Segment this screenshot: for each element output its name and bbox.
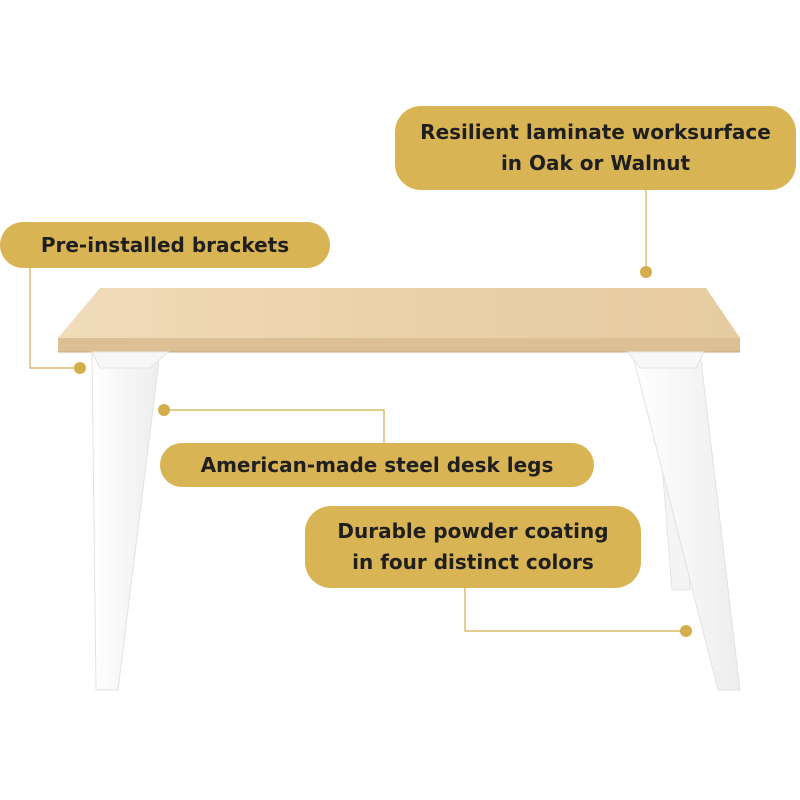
callout-legs: American-made steel desk legs: [160, 443, 594, 487]
callout-coating: Durable powder coating in four distinct …: [305, 506, 641, 588]
leader-line-brackets: [29, 268, 80, 369]
desk-top-edge: [58, 338, 740, 352]
callout-legs-text: American-made steel desk legs: [200, 452, 554, 477]
leader-dot-brackets: [74, 362, 86, 374]
leader-line-legs: [164, 409, 385, 443]
leader-dot-worksurface: [640, 266, 652, 278]
front-right-leg: [631, 351, 741, 691]
callout-coating-line2: in four distinct colors: [352, 550, 594, 574]
callout-coating-line1: Durable powder coating: [337, 519, 609, 543]
callout-worksurface-line1: Resilient laminate worksurface: [420, 120, 771, 144]
desk-top-surface: [58, 288, 740, 338]
right-bracket: [627, 351, 705, 369]
leader-dot-coating: [680, 625, 692, 637]
leader-dot-legs: [158, 404, 170, 416]
callout-brackets: Pre-installed brackets: [0, 222, 330, 268]
left-bracket: [91, 351, 170, 369]
callout-worksurface-line2: in Oak or Walnut: [500, 151, 691, 175]
front-left-leg: [91, 351, 161, 691]
leader-line-coating: [464, 588, 686, 632]
callout-worksurface: Resilient laminate worksurface in Oak or…: [395, 106, 796, 190]
callout-brackets-text: Pre-installed brackets: [40, 232, 290, 257]
